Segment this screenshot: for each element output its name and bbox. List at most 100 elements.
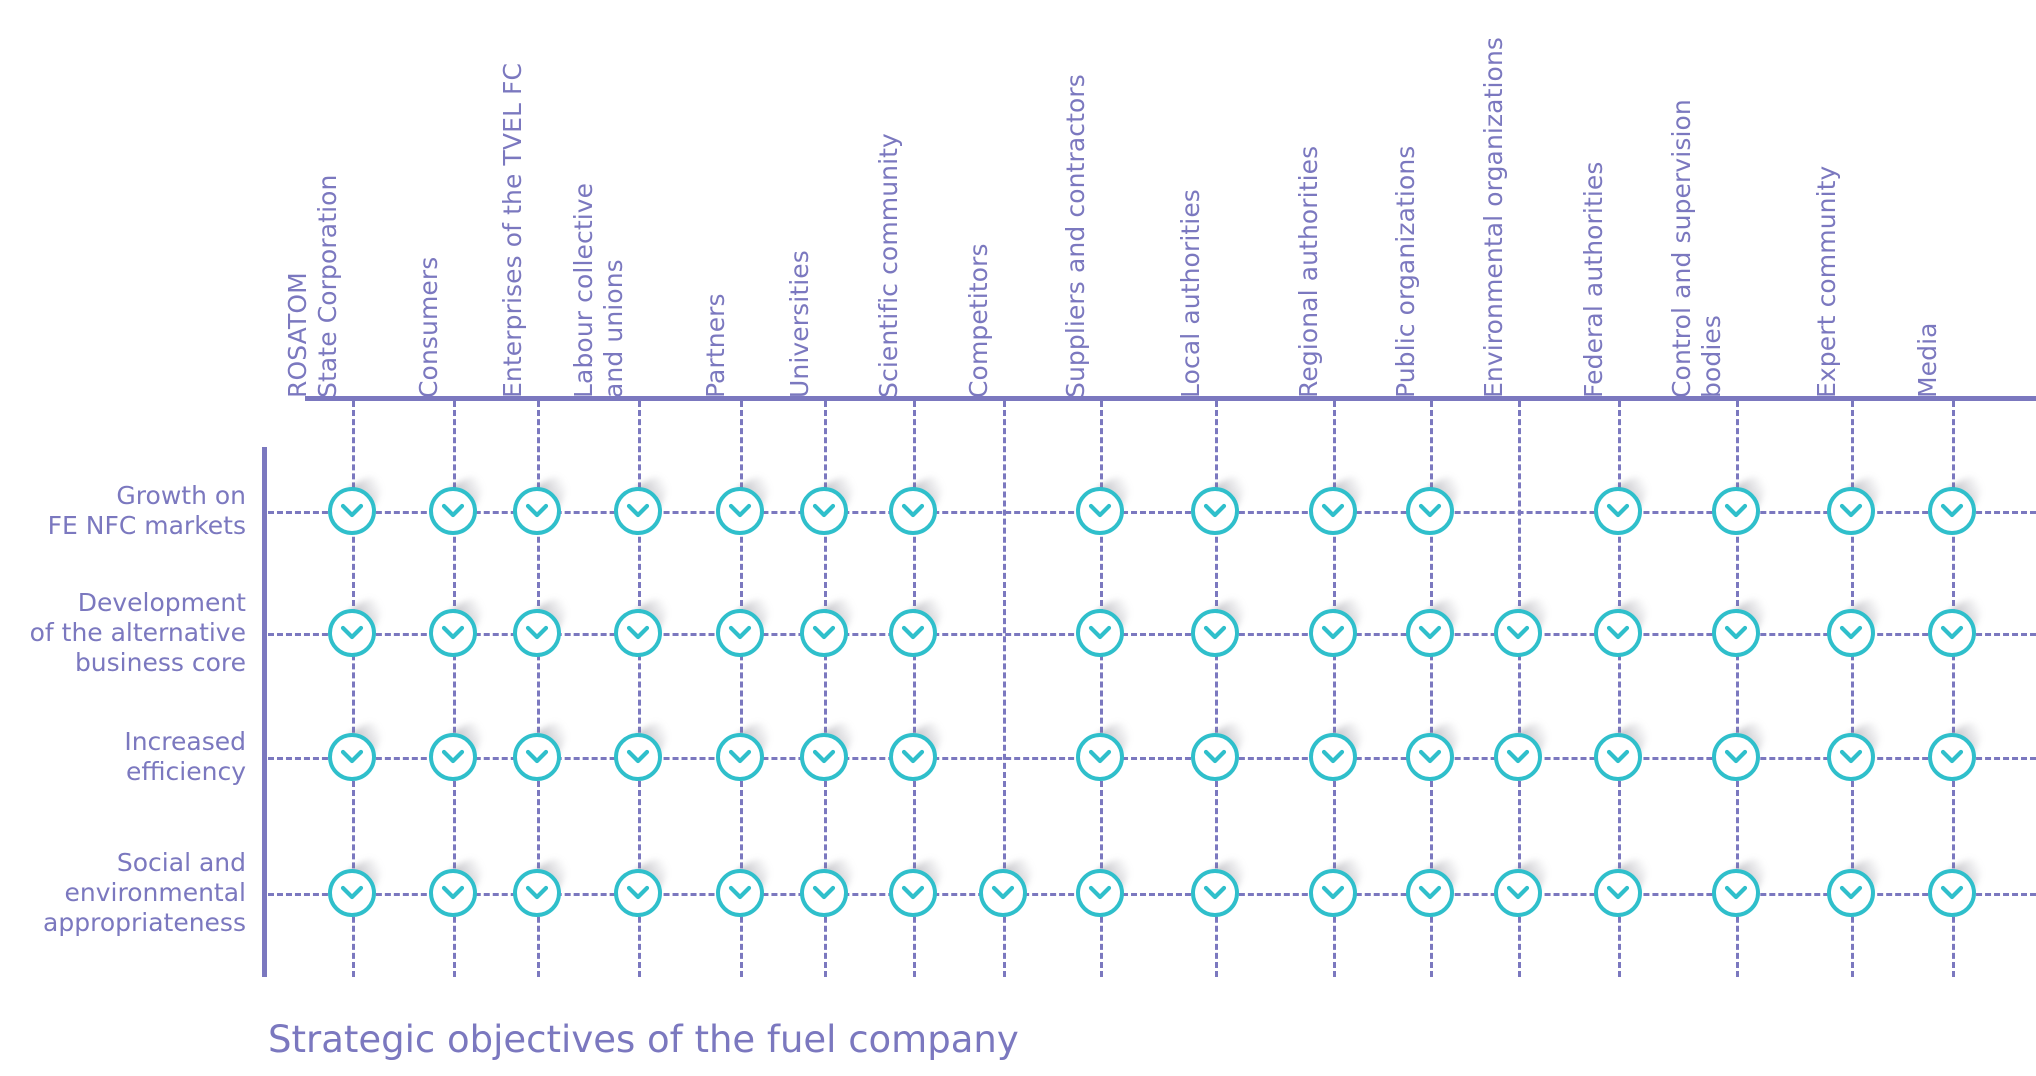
column-header-media: Media <box>1913 322 1942 398</box>
matrix-marker-growth-on-fe-nfc-markets--control-and-supervision-bodies[interactable] <box>1710 468 1774 536</box>
row-label-growth-on-fe-nfc-markets: Growth on FE NFC markets <box>47 481 246 540</box>
matrix-marker-social-and-environmental-appropriateness--universities[interactable] <box>798 850 862 918</box>
matrix-marker-increased-efficiency--expert-community[interactable] <box>1825 714 1889 782</box>
matrix-marker-development-of-the-alternative-business-core--enterprises-of-the-tvel-fc[interactable] <box>511 590 575 658</box>
matrix-marker-social-and-environmental-appropriateness--local-authorities[interactable] <box>1189 850 1253 918</box>
matrix-marker-growth-on-fe-nfc-markets--consumers[interactable] <box>427 468 491 536</box>
marker-circle <box>1827 487 1875 535</box>
matrix-marker-development-of-the-alternative-business-core--federal-authorities[interactable] <box>1592 590 1656 658</box>
marker-circle <box>513 609 561 657</box>
matrix-marker-increased-efficiency--local-authorities[interactable] <box>1189 714 1253 782</box>
matrix-marker-increased-efficiency--partners[interactable] <box>714 714 778 782</box>
marker-circle <box>1594 609 1642 657</box>
gridline-vertical-media <box>1952 401 1955 977</box>
matrix-marker-increased-efficiency--suppliers-and-contractors[interactable] <box>1074 714 1138 782</box>
marker-circle <box>889 609 937 657</box>
matrix-marker-increased-efficiency--federal-authorities[interactable] <box>1592 714 1656 782</box>
matrix-marker-social-and-environmental-appropriateness--consumers[interactable] <box>427 850 491 918</box>
matrix-marker-social-and-environmental-appropriateness--regional-authorities[interactable] <box>1307 850 1371 918</box>
matrix-marker-growth-on-fe-nfc-markets--partners[interactable] <box>714 468 778 536</box>
matrix-marker-social-and-environmental-appropriateness--media[interactable] <box>1926 850 1990 918</box>
gridline-vertical-rosatom-state-corporation <box>352 401 355 977</box>
marker-circle <box>1076 609 1124 657</box>
marker-circle <box>614 869 662 917</box>
marker-circle <box>429 869 477 917</box>
matrix-marker-increased-efficiency--environmental-organizations[interactable] <box>1492 714 1556 782</box>
matrix-marker-development-of-the-alternative-business-core--rosatom-state-corporation[interactable] <box>326 590 390 658</box>
matrix-marker-development-of-the-alternative-business-core--consumers[interactable] <box>427 590 491 658</box>
matrix-marker-increased-efficiency--consumers[interactable] <box>427 714 491 782</box>
matrix-marker-development-of-the-alternative-business-core--regional-authorities[interactable] <box>1307 590 1371 658</box>
matrix-marker-development-of-the-alternative-business-core--media[interactable] <box>1926 590 1990 658</box>
column-header-suppliers-and-contractors: Suppliers and contractors <box>1061 74 1090 398</box>
matrix-marker-social-and-environmental-appropriateness--rosatom-state-corporation[interactable] <box>326 850 390 918</box>
gridline-horizontal-development-of-the-alternative-business-core <box>268 633 2036 636</box>
column-header-enterprises-of-the-tvel-fc: Enterprises of the TVEL FC <box>498 62 527 398</box>
matrix-marker-development-of-the-alternative-business-core--partners[interactable] <box>714 590 778 658</box>
marker-circle <box>614 609 662 657</box>
column-header-universities: Universities <box>785 250 814 398</box>
matrix-marker-increased-efficiency--media[interactable] <box>1926 714 1990 782</box>
matrix-marker-growth-on-fe-nfc-markets--media[interactable] <box>1926 468 1990 536</box>
matrix-marker-growth-on-fe-nfc-markets--public-organizations[interactable] <box>1404 468 1468 536</box>
matrix-marker-social-and-environmental-appropriateness--labour-collective-and-unions[interactable] <box>612 850 676 918</box>
marker-circle <box>513 733 561 781</box>
marker-circle <box>1309 487 1357 535</box>
matrix-marker-increased-efficiency--control-and-supervision-bodies[interactable] <box>1710 714 1774 782</box>
matrix-marker-development-of-the-alternative-business-core--universities[interactable] <box>798 590 862 658</box>
matrix-marker-social-and-environmental-appropriateness--federal-authorities[interactable] <box>1592 850 1656 918</box>
marker-circle <box>614 487 662 535</box>
matrix-marker-development-of-the-alternative-business-core--labour-collective-and-unions[interactable] <box>612 590 676 658</box>
matrix-marker-growth-on-fe-nfc-markets--expert-community[interactable] <box>1825 468 1889 536</box>
matrix-marker-increased-efficiency--scientific-community[interactable] <box>887 714 951 782</box>
marker-circle <box>889 869 937 917</box>
column-header-environmental-organizations: Environmental organizations <box>1479 36 1508 398</box>
gridline-vertical-competitors <box>1003 401 1006 977</box>
matrix-marker-social-and-environmental-appropriateness--suppliers-and-contractors[interactable] <box>1074 850 1138 918</box>
matrix-marker-increased-efficiency--regional-authorities[interactable] <box>1307 714 1371 782</box>
marker-circle <box>1712 609 1760 657</box>
matrix-marker-social-and-environmental-appropriateness--environmental-organizations[interactable] <box>1492 850 1556 918</box>
matrix-marker-social-and-environmental-appropriateness--scientific-community[interactable] <box>887 850 951 918</box>
matrix-marker-social-and-environmental-appropriateness--expert-community[interactable] <box>1825 850 1889 918</box>
matrix-marker-growth-on-fe-nfc-markets--enterprises-of-the-tvel-fc[interactable] <box>511 468 575 536</box>
matrix-marker-social-and-environmental-appropriateness--partners[interactable] <box>714 850 778 918</box>
matrix-marker-social-and-environmental-appropriateness--control-and-supervision-bodies[interactable] <box>1710 850 1774 918</box>
matrix-marker-development-of-the-alternative-business-core--suppliers-and-contractors[interactable] <box>1074 590 1138 658</box>
matrix-marker-development-of-the-alternative-business-core--local-authorities[interactable] <box>1189 590 1253 658</box>
matrix-marker-increased-efficiency--universities[interactable] <box>798 714 862 782</box>
matrix-marker-development-of-the-alternative-business-core--public-organizations[interactable] <box>1404 590 1468 658</box>
matrix-marker-growth-on-fe-nfc-markets--scientific-community[interactable] <box>887 468 951 536</box>
marker-circle <box>1494 609 1542 657</box>
row-label-increased-efficiency: Increased efficiency <box>124 727 246 786</box>
matrix-marker-increased-efficiency--labour-collective-and-unions[interactable] <box>612 714 676 782</box>
matrix-marker-growth-on-fe-nfc-markets--universities[interactable] <box>798 468 862 536</box>
matrix-marker-growth-on-fe-nfc-markets--regional-authorities[interactable] <box>1307 468 1371 536</box>
matrix-marker-growth-on-fe-nfc-markets--rosatom-state-corporation[interactable] <box>326 468 390 536</box>
gridline-vertical-scientific-community <box>913 401 916 977</box>
matrix-marker-increased-efficiency--enterprises-of-the-tvel-fc[interactable] <box>511 714 575 782</box>
matrix-marker-social-and-environmental-appropriateness--public-organizations[interactable] <box>1404 850 1468 918</box>
matrix-marker-development-of-the-alternative-business-core--environmental-organizations[interactable] <box>1492 590 1556 658</box>
matrix-marker-social-and-environmental-appropriateness--competitors[interactable] <box>977 850 1041 918</box>
column-header-scientific-community: Scientific community <box>874 133 903 398</box>
matrix-marker-development-of-the-alternative-business-core--expert-community[interactable] <box>1825 590 1889 658</box>
matrix-marker-growth-on-fe-nfc-markets--federal-authorities[interactable] <box>1592 468 1656 536</box>
matrix-marker-increased-efficiency--public-organizations[interactable] <box>1404 714 1468 782</box>
marker-circle <box>800 869 848 917</box>
marker-circle <box>800 733 848 781</box>
matrix-marker-social-and-environmental-appropriateness--enterprises-of-the-tvel-fc[interactable] <box>511 850 575 918</box>
matrix-marker-increased-efficiency--rosatom-state-corporation[interactable] <box>326 714 390 782</box>
marker-circle <box>1191 487 1239 535</box>
column-header-local-authorities: Local authorities <box>1176 189 1205 398</box>
marker-circle <box>1827 733 1875 781</box>
matrix-marker-development-of-the-alternative-business-core--control-and-supervision-bodies[interactable] <box>1710 590 1774 658</box>
matrix-marker-growth-on-fe-nfc-markets--suppliers-and-contractors[interactable] <box>1074 468 1138 536</box>
marker-circle <box>1309 733 1357 781</box>
matrix-marker-growth-on-fe-nfc-markets--local-authorities[interactable] <box>1189 468 1253 536</box>
column-header-partners: Partners <box>701 293 730 398</box>
marker-circle <box>328 487 376 535</box>
matrix-marker-development-of-the-alternative-business-core--scientific-community[interactable] <box>887 590 951 658</box>
matrix-marker-growth-on-fe-nfc-markets--labour-collective-and-unions[interactable] <box>612 468 676 536</box>
marker-circle <box>429 733 477 781</box>
